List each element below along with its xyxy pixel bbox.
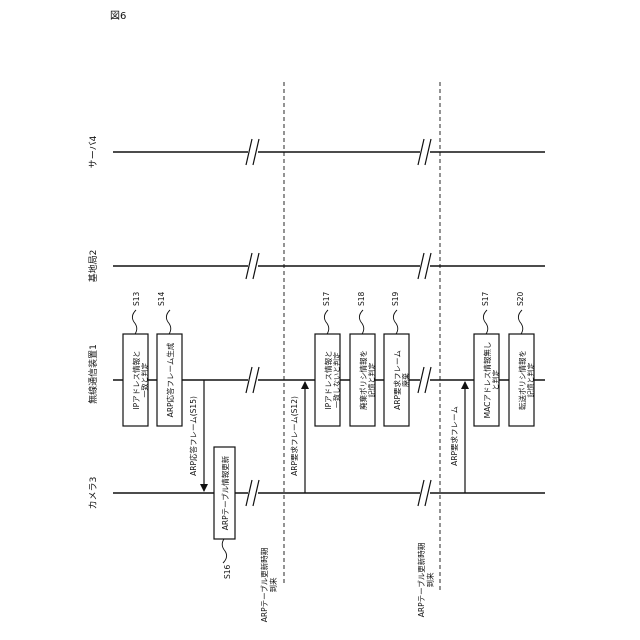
step-text-s17-1-line2: 一致しないと判定 xyxy=(332,352,341,408)
step-text-s14-line1: ARP応答フレーム生成 xyxy=(165,342,175,417)
step-id-s16: S16 xyxy=(223,564,232,579)
step-id-s19: S19 xyxy=(391,291,400,306)
step-text-s18-line1: 廃棄ポリシ情報を xyxy=(358,350,368,410)
leader-s16 xyxy=(222,539,226,563)
step-id-s13: S13 xyxy=(132,291,141,306)
step-text-s20-line1: 転送ポリシ情報を xyxy=(517,350,527,410)
lane-label-server: サーバ4 xyxy=(88,135,99,168)
step-text-s13-line2: 一致と判定 xyxy=(140,363,149,398)
leader-s13 xyxy=(132,310,136,334)
leader-s17-2 xyxy=(483,310,487,334)
step-text-s17-1-line1: IPアドレス情報と xyxy=(323,350,333,409)
message-label-s12-1: ARP要求フレーム(S12) xyxy=(289,396,299,476)
leader-s17-1 xyxy=(324,310,328,334)
step-text-s17-2-line1: MACアドレス情報無し xyxy=(482,342,492,419)
timing-label-1-line2: 到来 xyxy=(269,577,278,592)
leader-s14 xyxy=(166,310,170,334)
message-label-s12-2: ARP要求フレーム xyxy=(449,406,459,466)
lane-label-wireless: 無線通信装置1 xyxy=(87,344,99,404)
lane-label-base-station: 基地局2 xyxy=(87,250,99,283)
step-text-s17-2-line2: と判定 xyxy=(491,370,500,391)
timing-label-2-line1: ARPテーブル更新時期 xyxy=(416,543,426,617)
step-id-s17-1: S17 xyxy=(322,291,331,306)
figure-label: 図6 xyxy=(110,10,126,22)
message-label-s15: ARP応答フレーム(S15) xyxy=(188,396,198,476)
step-text-s13-line1: IPアドレス情報と xyxy=(131,350,141,409)
timing-label-2-line2: 到来 xyxy=(426,572,435,587)
step-text-s19-line2: 廃棄 xyxy=(401,373,410,387)
leader-s19 xyxy=(393,310,397,334)
step-id-s14: S14 xyxy=(157,291,166,306)
step-id-s20: S20 xyxy=(516,291,525,306)
timing-label-1-line1: ARPテーブル更新時期 xyxy=(259,548,269,622)
step-text-s20-line2: 記憶と判定 xyxy=(526,363,535,398)
leader-s18 xyxy=(359,310,363,334)
step-text-s19-line1: ARP要求フレーム xyxy=(392,350,402,410)
step-text-s16-line1: ARPテーブル情報更新 xyxy=(220,455,230,530)
step-text-s18-line2: 記憶と判定 xyxy=(367,363,376,398)
lane-label-camera: カメラ3 xyxy=(88,477,99,510)
leader-s20 xyxy=(518,310,522,334)
step-id-s18: S18 xyxy=(357,291,366,306)
step-id-s17-2: S17 xyxy=(481,291,490,306)
